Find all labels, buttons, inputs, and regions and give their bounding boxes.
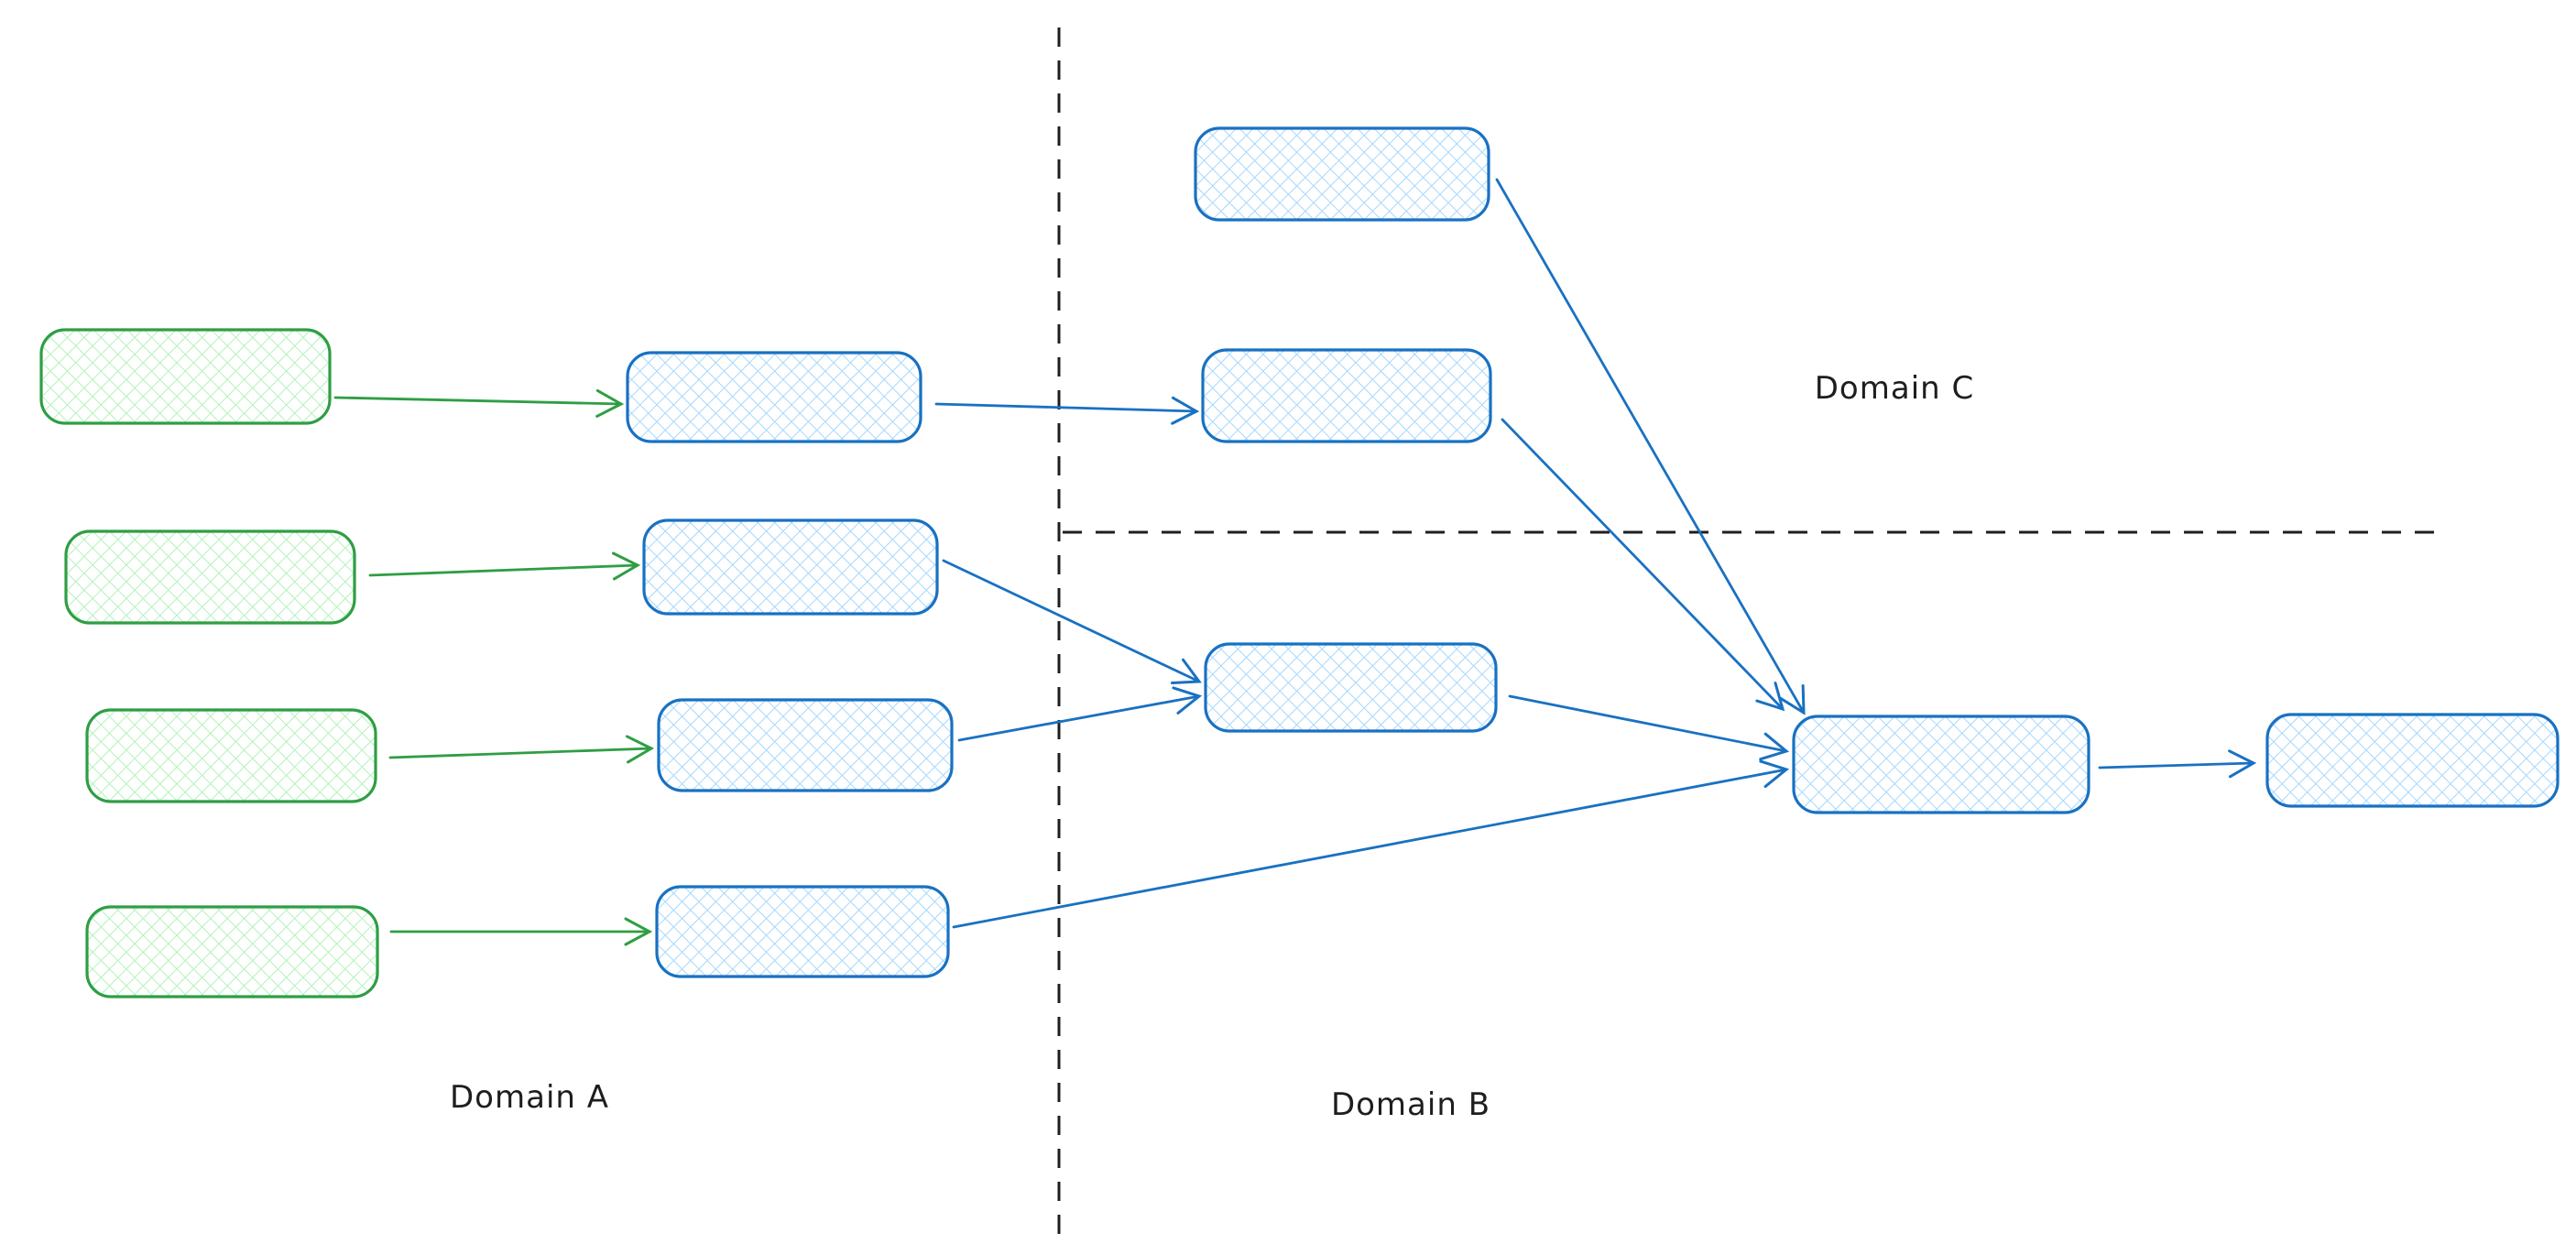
node-box-c2 xyxy=(1201,348,1492,443)
arrow-a1 xyxy=(333,388,625,418)
node-process-box-a1 xyxy=(626,351,922,443)
arrow-b1-b2 xyxy=(1508,694,1790,761)
label-domain-a: Domain A xyxy=(450,1079,609,1116)
arrow-a2 xyxy=(368,551,641,581)
arrow-b2-b3 xyxy=(2098,749,2257,779)
node-process-box-a3 xyxy=(657,698,954,792)
diagram-arrows xyxy=(333,178,2257,946)
node-source-box-a1 xyxy=(39,328,332,425)
node-box-b1 xyxy=(1204,642,1498,733)
domain-boundaries xyxy=(1057,27,2446,1248)
domain-labels: Domain A Domain B Domain C xyxy=(450,370,1974,1123)
node-source-box-a4 xyxy=(85,905,379,999)
node-process-box-a2 xyxy=(642,518,939,616)
node-source-box-a3 xyxy=(85,708,377,803)
arrow-a3-b1 xyxy=(957,686,1203,742)
arrow-c2-b2 xyxy=(1501,418,1785,712)
diagram-nodes xyxy=(39,126,2560,999)
node-box-b3 xyxy=(2265,713,2560,808)
node-box-c1 xyxy=(1194,126,1490,222)
label-domain-c: Domain C xyxy=(1815,370,1974,407)
node-source-box-a2 xyxy=(64,529,356,625)
node-process-box-a4 xyxy=(655,885,950,978)
arrow-c1-b2 xyxy=(1495,178,1806,715)
arrow-a4-b2 xyxy=(952,759,1790,929)
arrow-a3 xyxy=(388,735,655,764)
arrow-a1-c2 xyxy=(934,396,1200,425)
label-domain-b: Domain B xyxy=(1331,1086,1490,1123)
node-box-b2 xyxy=(1792,715,2090,814)
arrow-a2-b1 xyxy=(942,559,1202,685)
